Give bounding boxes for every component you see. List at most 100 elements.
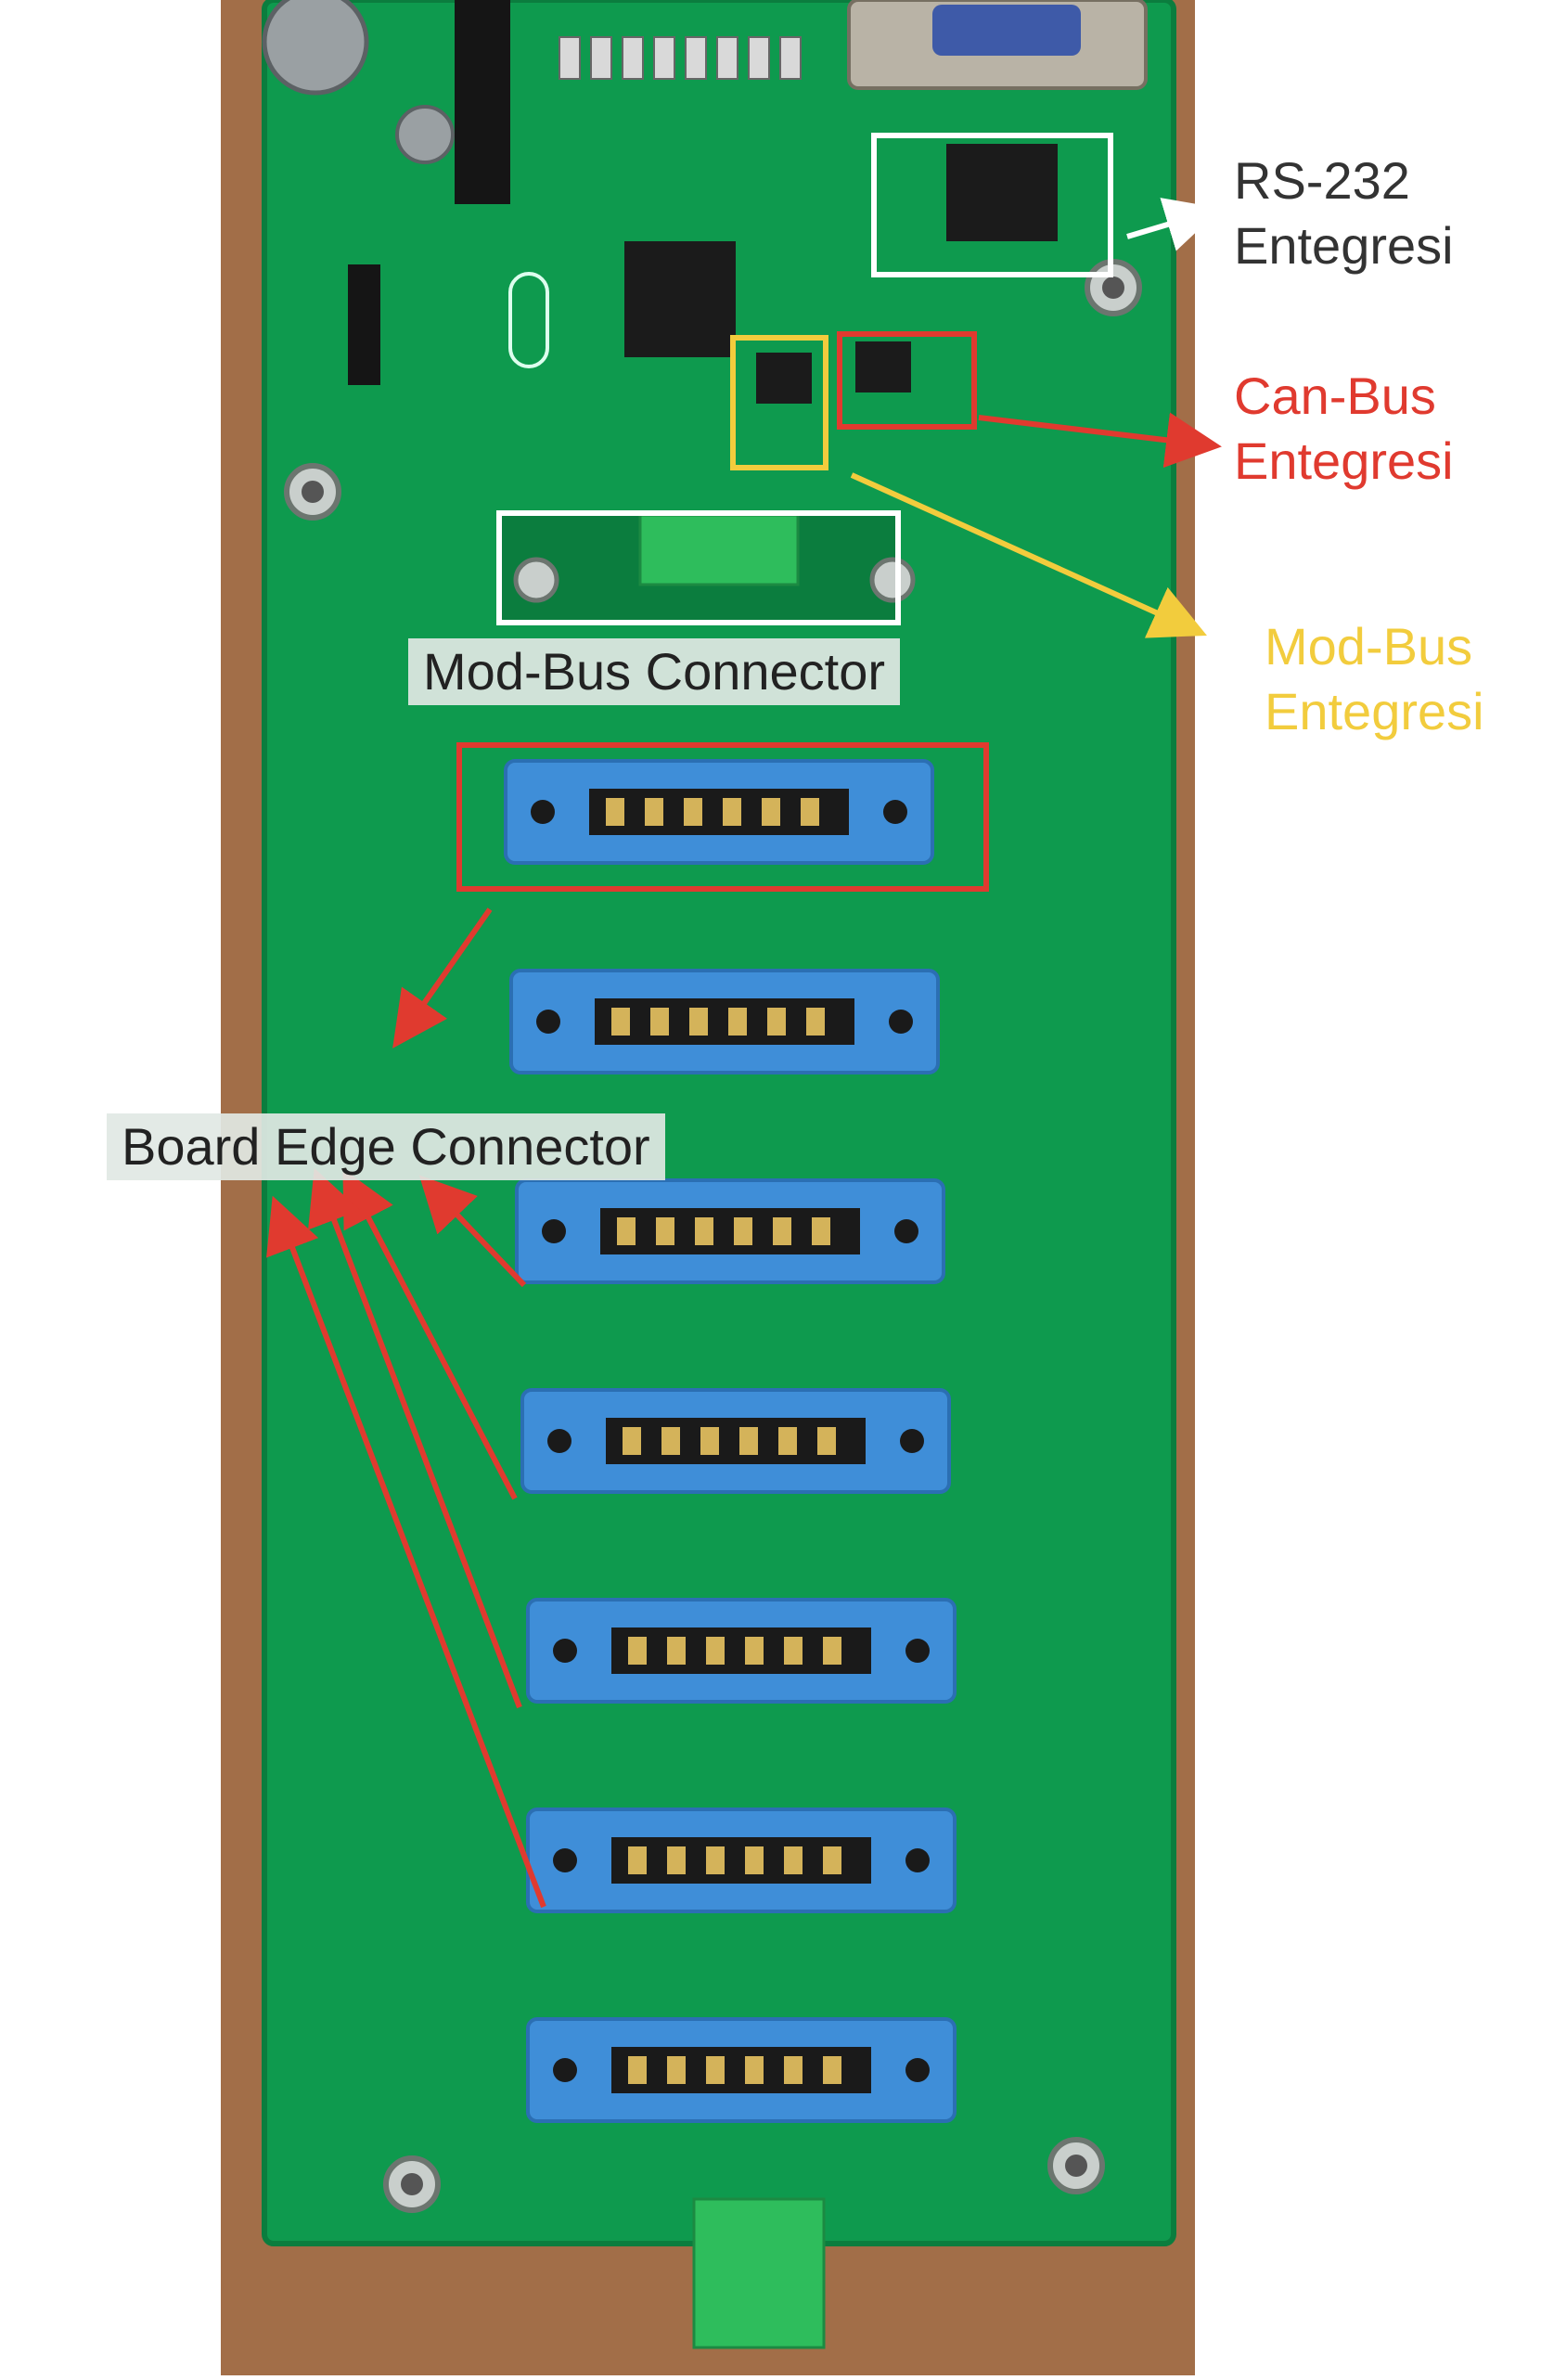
edge-connector xyxy=(504,759,934,865)
edge-connector-pin xyxy=(706,1846,725,1874)
board-edge-connector-label: Board Edge Connector xyxy=(107,1113,665,1180)
modbus-terminal-block xyxy=(638,513,800,586)
edge-connector-pin xyxy=(684,798,702,826)
edge-connector xyxy=(526,1598,957,1704)
canbus-highlight-box xyxy=(837,331,977,430)
modbus-chip xyxy=(756,353,812,404)
edge-connector-pin xyxy=(706,2056,725,2084)
edge-connector-pin xyxy=(801,798,819,826)
edge-connector-pin xyxy=(667,2056,686,2084)
edge-connector-pin xyxy=(762,798,780,826)
microcontroller-chip xyxy=(624,241,736,357)
rs232-label-line1: RS-232 xyxy=(1234,151,1410,210)
electrolytic-capacitors xyxy=(262,0,455,164)
edge-connector-pin xyxy=(667,1846,686,1874)
edge-connector-screw-hole xyxy=(553,1639,577,1663)
edge-connector-screw-hole xyxy=(531,800,555,824)
edge-connector-pin xyxy=(700,1427,719,1455)
edge-connector-pin xyxy=(767,1008,786,1036)
edge-connector xyxy=(526,1808,957,1913)
modbus-connector-highlight-box xyxy=(496,510,901,625)
led-row xyxy=(559,36,802,80)
edge-connector-pin xyxy=(745,2056,764,2084)
canbus-label-line2: Entegresi xyxy=(1234,431,1454,490)
edge-connector-screw-hole xyxy=(542,1219,566,1243)
modbus-ic-label-line2: Entegresi xyxy=(1265,682,1484,740)
edge-connector-pin xyxy=(817,1427,836,1455)
edge-connector-pin xyxy=(706,1637,725,1665)
modbus-ic-callout: Mod-Bus Entegresi xyxy=(1265,614,1484,744)
edge-connector-pin xyxy=(734,1217,752,1245)
edge-connector-pin xyxy=(823,1637,841,1665)
edge-connector-screw-hole xyxy=(900,1429,924,1453)
edge-connector xyxy=(509,969,940,1074)
edge-connector-pin xyxy=(645,798,663,826)
edge-connector-pin xyxy=(628,1637,647,1665)
edge-connector-pin xyxy=(806,1008,825,1036)
edge-connector-screw-hole xyxy=(889,1010,913,1034)
rs232-callout: RS-232 Entegresi xyxy=(1234,148,1454,278)
edge-connector-pin xyxy=(784,1846,803,1874)
edge-connector xyxy=(526,2017,957,2123)
edge-connector-pin xyxy=(656,1217,674,1245)
crystal xyxy=(508,272,549,368)
edge-connector-pin xyxy=(661,1427,680,1455)
edge-connector-screw-hole xyxy=(905,2058,930,2082)
edge-connector-screw-hole xyxy=(547,1429,571,1453)
edge-connector-pin xyxy=(745,1846,764,1874)
canbus-callout: Can-Bus Entegresi xyxy=(1234,364,1454,494)
modbus-hole-left xyxy=(513,557,559,603)
mounting-hole-centers xyxy=(302,277,1124,2195)
edge-connector xyxy=(515,1178,945,1284)
modbus-ic-highlight-box xyxy=(730,335,828,470)
edge-connector-pin xyxy=(812,1217,830,1245)
modbus-ic-label-line1: Mod-Bus xyxy=(1265,617,1473,675)
edge-connector-pin xyxy=(728,1008,747,1036)
edge-connector-highlight-box xyxy=(456,742,989,892)
edge-connector-pin xyxy=(739,1427,758,1455)
edge-connector-pin xyxy=(695,1217,713,1245)
canbus-label-line1: Can-Bus xyxy=(1234,367,1436,425)
edge-connector-pin xyxy=(784,1637,803,1665)
canbus-arrow xyxy=(978,412,1222,469)
edge-connector-screw-hole xyxy=(905,1848,930,1872)
edge-connector-screw-hole xyxy=(905,1639,930,1663)
canbus-chip xyxy=(855,341,911,392)
rs232-label-line2: Entegresi xyxy=(1234,216,1454,275)
rs232-arrow xyxy=(1126,198,1222,251)
edge-connector xyxy=(520,1388,951,1494)
programming-header xyxy=(348,264,380,385)
mounting-holes xyxy=(284,259,1142,2213)
edge-connector-pin xyxy=(628,2056,647,2084)
edge-connector-pin xyxy=(689,1008,708,1036)
edge-connector-pin xyxy=(723,798,741,826)
modbus-ic-arrow xyxy=(850,472,1207,638)
rs232-highlight-box xyxy=(871,133,1113,277)
modbus-connector-label: Mod-Bus Connector xyxy=(408,638,901,705)
edge-connector-screw-hole xyxy=(894,1219,918,1243)
modbus-hole-right xyxy=(869,557,916,603)
edge-connector-pin xyxy=(611,1008,630,1036)
edge-connector-screw-hole xyxy=(553,2058,577,2082)
bottom-terminal-block xyxy=(692,2197,826,2349)
edge-connector-pin xyxy=(745,1637,764,1665)
edge-connector-pin xyxy=(623,1427,641,1455)
edge-connector-screw-hole xyxy=(553,1848,577,1872)
pin-header xyxy=(455,0,510,204)
edge-connector-pin xyxy=(823,2056,841,2084)
rs232-chip xyxy=(946,144,1058,241)
db9-port xyxy=(932,5,1081,56)
edge-connector-pin xyxy=(628,1846,647,1874)
edge-connector-pin xyxy=(606,798,624,826)
edge-connector-screw-hole xyxy=(883,800,907,824)
edge-connector-pin xyxy=(773,1217,791,1245)
edge-connector-pin xyxy=(823,1846,841,1874)
edge-connector-screw-hole xyxy=(536,1010,560,1034)
edge-connector-pin xyxy=(617,1217,636,1245)
edge-connector-pin xyxy=(667,1637,686,1665)
edge-connector-pin xyxy=(650,1008,669,1036)
edge-connector-pin xyxy=(784,2056,803,2084)
edge-connectors xyxy=(504,759,957,2123)
